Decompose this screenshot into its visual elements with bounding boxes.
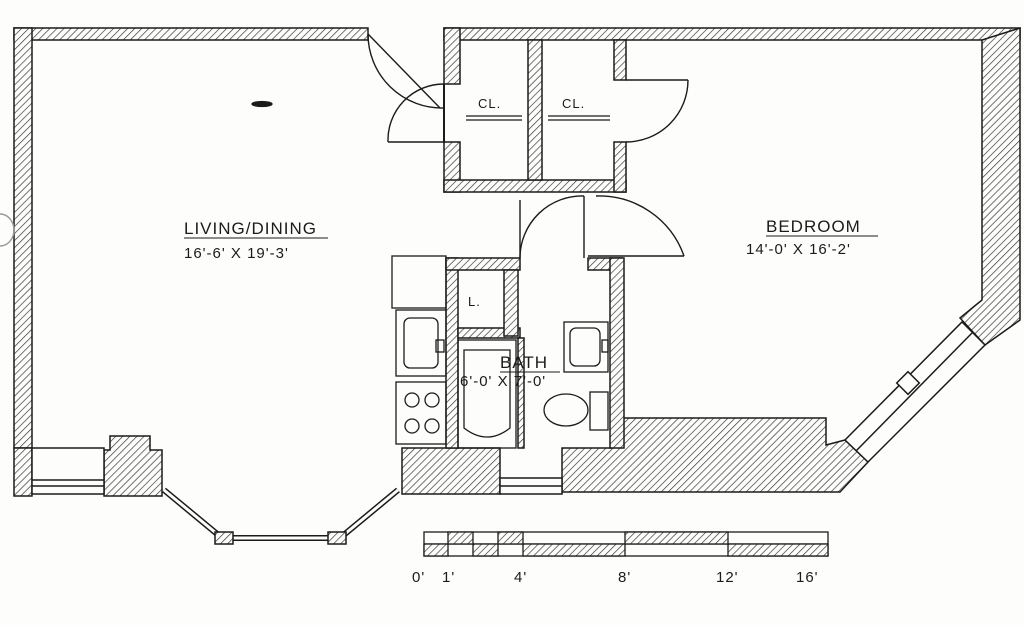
wall-left-living — [13, 27, 33, 449]
closet-wall-bottom — [443, 179, 627, 193]
living-room-name: LIVING/DINING — [184, 219, 317, 238]
closet-left-name: CL. — [478, 96, 501, 111]
kitchen-counter — [391, 255, 447, 309]
doors — [367, 33, 689, 259]
closet-divider — [527, 39, 543, 181]
wall-right-bedroom — [958, 26, 1021, 346]
bath-wall-top-left — [445, 257, 521, 271]
closet-wall-right-lower — [613, 141, 627, 193]
fixtures — [251, 100, 610, 449]
bedroom-name: BEDROOM — [766, 217, 861, 236]
bath-wall-left — [445, 257, 459, 449]
wall-left-lower — [13, 447, 33, 497]
door-bedroom-swing — [595, 195, 685, 257]
door-bath-swing — [519, 195, 585, 259]
bay-pier-left — [103, 435, 163, 497]
tub-wall — [517, 337, 525, 449]
windows — [31, 320, 987, 545]
bath-name: BATH — [500, 353, 548, 372]
kitchen-sink — [395, 309, 447, 377]
closet-wall-left — [443, 27, 461, 85]
closet-right-name: CL. — [562, 96, 585, 111]
scale-label-4: 4' — [514, 569, 527, 586]
wall-bottom-center — [401, 447, 501, 495]
bathtub — [457, 339, 517, 449]
wall-top-right — [443, 27, 1021, 41]
ceiling-light — [251, 100, 273, 108]
toilet — [543, 393, 589, 427]
bath-wall-right — [609, 257, 625, 449]
living-room-dims: 16'-6' X 19'-3' — [184, 245, 289, 262]
kitchen-stove — [395, 381, 447, 445]
linen-wall-bottom — [457, 327, 521, 339]
wall-top-living — [13, 27, 369, 41]
door-closet-right-swing — [625, 79, 689, 143]
scale-label-0: 0' — [412, 569, 425, 586]
binder-hole-mark — [0, 213, 15, 247]
bedroom-dims: 14'-0' X 16'-2' — [746, 241, 851, 258]
linen-wall-right — [503, 269, 519, 337]
scale-label-8: 8' — [618, 569, 631, 586]
window-living-left — [31, 447, 105, 495]
bath-dims: 6'-0' X 7'-0' — [460, 373, 546, 390]
scale-label-1: 1' — [442, 569, 455, 586]
window-bay — [162, 487, 400, 541]
scale-bar — [423, 531, 829, 557]
door-entry-swing — [367, 33, 445, 109]
room-labels: LIVING/DINING 16'-6' X 19'-3' BEDROOM 14… — [184, 96, 878, 390]
scale-label-12: 12' — [716, 569, 739, 586]
closet-wall-right-upper — [613, 39, 627, 81]
scale-label-16: 16' — [796, 569, 819, 586]
scale-bar-labels: 0' 1' 4' 8' 12' 16' — [412, 569, 819, 586]
linen-closet-name: L. — [468, 294, 481, 309]
wall-angled-bedroom — [561, 417, 870, 493]
door-closet-left-swing — [387, 83, 445, 143]
walls — [13, 26, 1021, 497]
